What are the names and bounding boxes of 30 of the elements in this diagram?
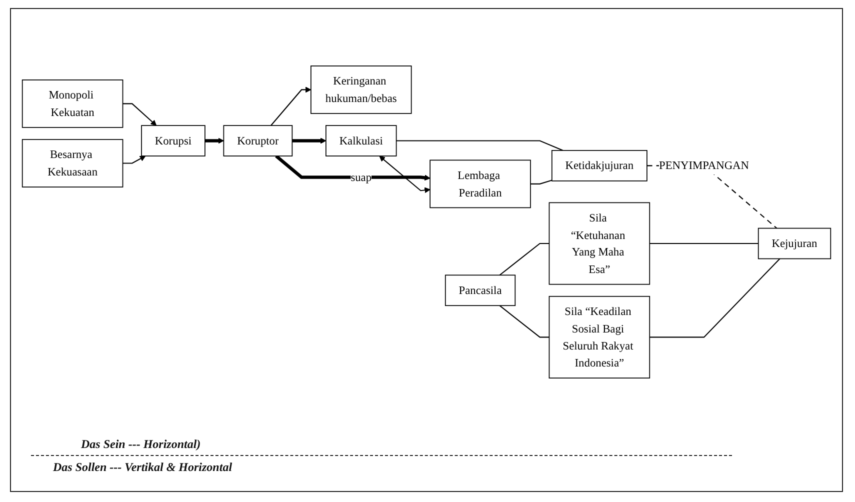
connector: [530, 180, 552, 184]
node-box: [310, 66, 412, 114]
note-text: Das Sein --- Horizontal): [81, 437, 201, 451]
arrow: [122, 103, 157, 126]
node-box: [22, 139, 124, 188]
arrow: [379, 156, 430, 194]
arrow: [270, 86, 312, 126]
connector: [650, 258, 780, 338]
connector: [499, 242, 550, 276]
frame-border: suap PENYIMPANGAN Monopoli Kekuatan Besarnya Kekuasaan Korupsi Koruptor Keringanan hukuman/bebas Kalkulasi Lembaga Peradilan Ketidakjujuran Pancasila Sila “Ketuhanan Yang Maha Esa” Sila “Keadilan Sosial Bagi Seluruh Rakyat Indonesia” Kejujuran Das Sein --- Horizontal) Das Sollen --- Vertikal & Horizontal: [10, 8, 843, 492]
node-box: [22, 80, 124, 128]
connector: [499, 305, 550, 338]
arrow: [292, 138, 326, 144]
node-box: [758, 228, 832, 260]
connector: [650, 242, 758, 244]
node-box: [141, 125, 206, 156]
node-box: [326, 125, 397, 156]
arrow: [122, 156, 146, 164]
node-box: [223, 125, 293, 156]
node-box: [551, 150, 648, 182]
edge-label: suap: [350, 170, 372, 184]
arrow: [275, 154, 430, 181]
arrow: [204, 138, 224, 144]
edge-label: PENYIMPANGAN: [658, 159, 749, 172]
node-box: [444, 274, 516, 306]
connector: [396, 140, 564, 151]
note-text: Das Sollen --- Vertikal & Horizontal: [53, 460, 232, 474]
node-box: [430, 160, 531, 208]
node-box: [548, 202, 650, 285]
node-box: [548, 296, 650, 378]
